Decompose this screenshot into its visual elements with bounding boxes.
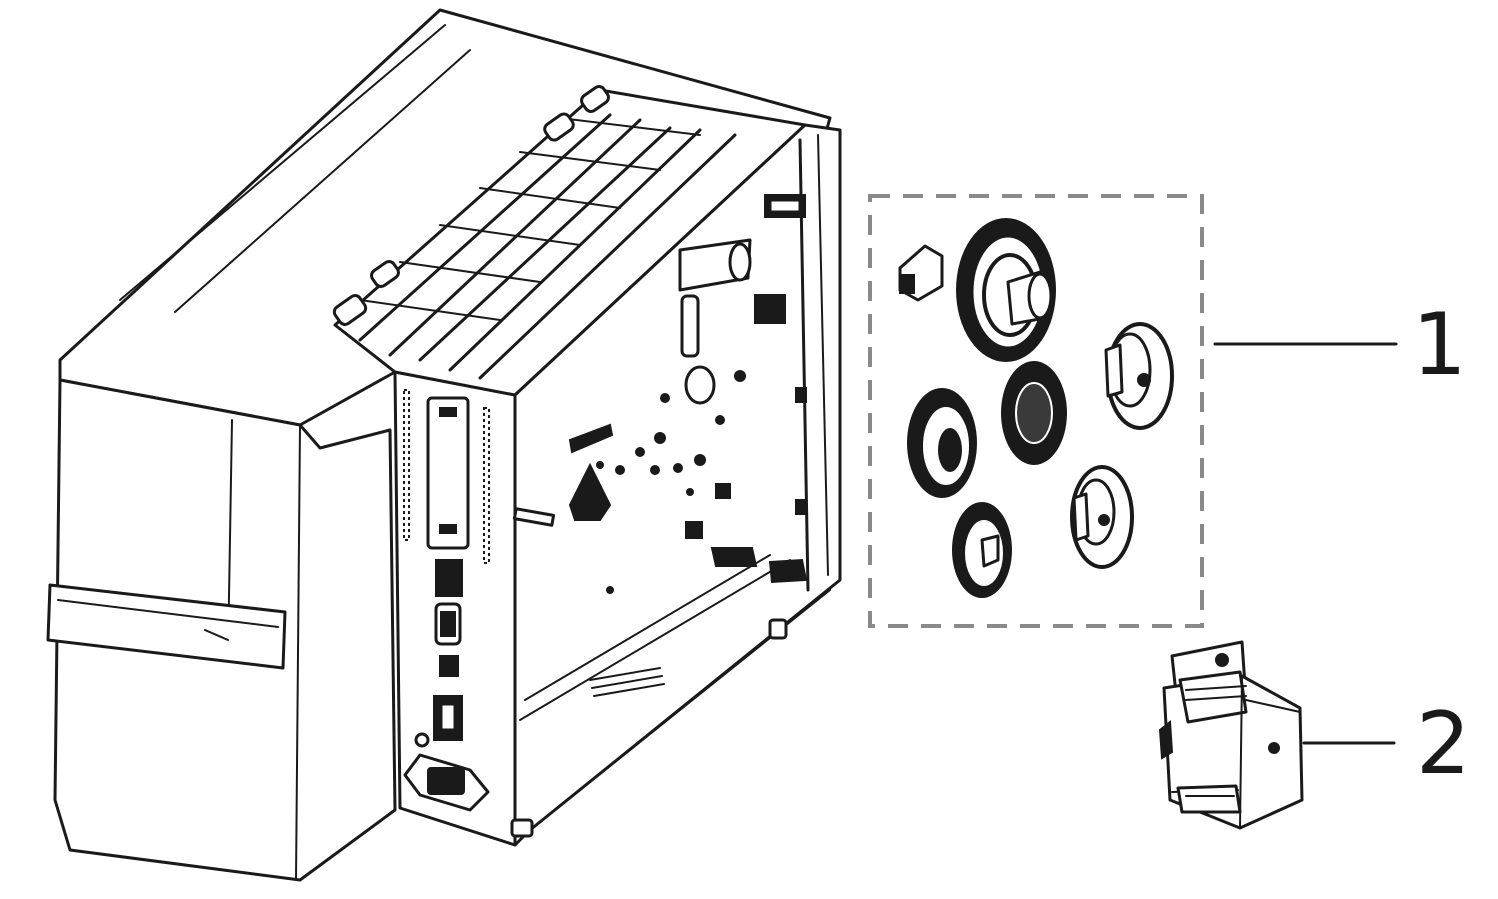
large-gear-flange-icon (956, 218, 1056, 362)
center-gear-icon (1001, 361, 1067, 465)
callout-2: 2 (1302, 694, 1471, 794)
callout-1: 1 (1213, 295, 1467, 395)
hub-kit-parts-icon (868, 194, 1204, 628)
small-hub-icon (952, 502, 1012, 598)
pulley-bottom-right-icon (1070, 465, 1134, 569)
module-assembly-icon (1158, 640, 1304, 830)
printer-chassis-icon (46, 8, 842, 882)
pulley-top-right-icon (1104, 322, 1174, 430)
callout-1-label: 1 (1412, 295, 1467, 395)
callout-2-label: 2 (1416, 694, 1471, 794)
bearing-ring-icon (907, 388, 977, 498)
